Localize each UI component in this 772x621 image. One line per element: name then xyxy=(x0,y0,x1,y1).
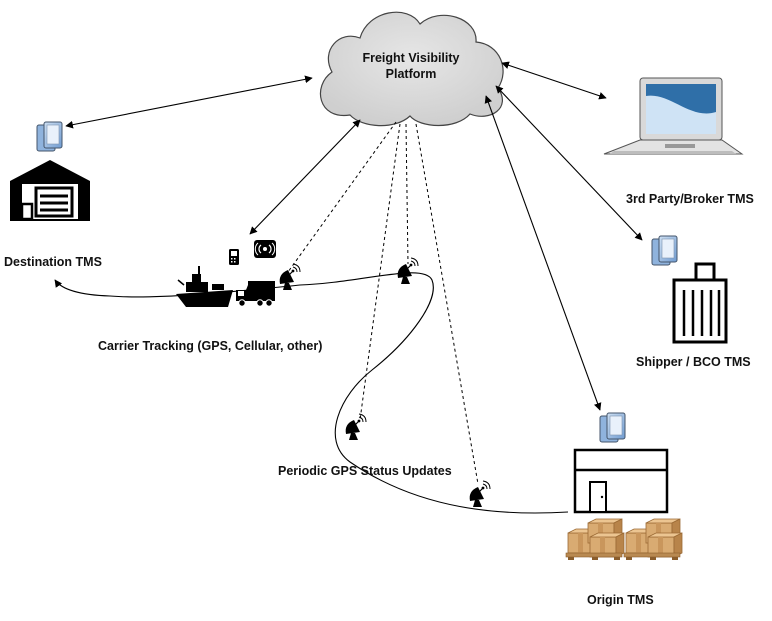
arrow-origin xyxy=(484,95,602,411)
laptop-icon xyxy=(603,77,744,155)
carrier-tracking-label: Carrier Tracking (GPS, Cellular, other) xyxy=(98,339,323,353)
satellite-dish-icon xyxy=(397,257,419,285)
arrow-broker xyxy=(501,61,607,100)
tablet-icon xyxy=(599,412,626,443)
cloud-shape xyxy=(319,11,504,127)
phone-icon xyxy=(229,249,239,265)
shipper-tms-label: Shipper / BCO TMS xyxy=(636,355,751,369)
arrow-destination xyxy=(65,75,313,129)
pallet-boxes-icon xyxy=(566,519,624,560)
destination-tms-label: Destination TMS xyxy=(4,255,102,269)
broker-tms-label: 3rd Party/Broker TMS xyxy=(626,192,754,206)
cloud-title-line2: Platform xyxy=(385,67,437,81)
gps-dashed-lines xyxy=(287,121,479,485)
store-icon xyxy=(573,448,669,514)
radio-signal-icon xyxy=(254,240,276,258)
truck-icon xyxy=(236,281,275,307)
gps-status-updates-label: Periodic GPS Status Updates xyxy=(278,464,452,478)
warehouse-icon xyxy=(10,160,90,221)
office-building-icon xyxy=(672,262,728,344)
arrow-carrier xyxy=(249,119,361,235)
tablet-icon xyxy=(36,121,63,152)
satellite-dish-icon xyxy=(279,263,301,291)
ship-icon xyxy=(176,266,233,307)
cloud-title-line1: Freight Visibility xyxy=(362,51,460,65)
pallet-boxes-icon xyxy=(624,519,682,560)
tablet-icon xyxy=(651,235,678,266)
cloud-title: Freight Visibility Platform xyxy=(352,50,470,82)
connector-lines xyxy=(65,61,643,411)
shipment-route-curve xyxy=(54,272,569,514)
satellite-dish-icon xyxy=(469,480,491,508)
arrow-shipper xyxy=(495,85,643,241)
satellite-dish-icon xyxy=(345,413,367,441)
origin-tms-label: Origin TMS xyxy=(587,593,654,607)
